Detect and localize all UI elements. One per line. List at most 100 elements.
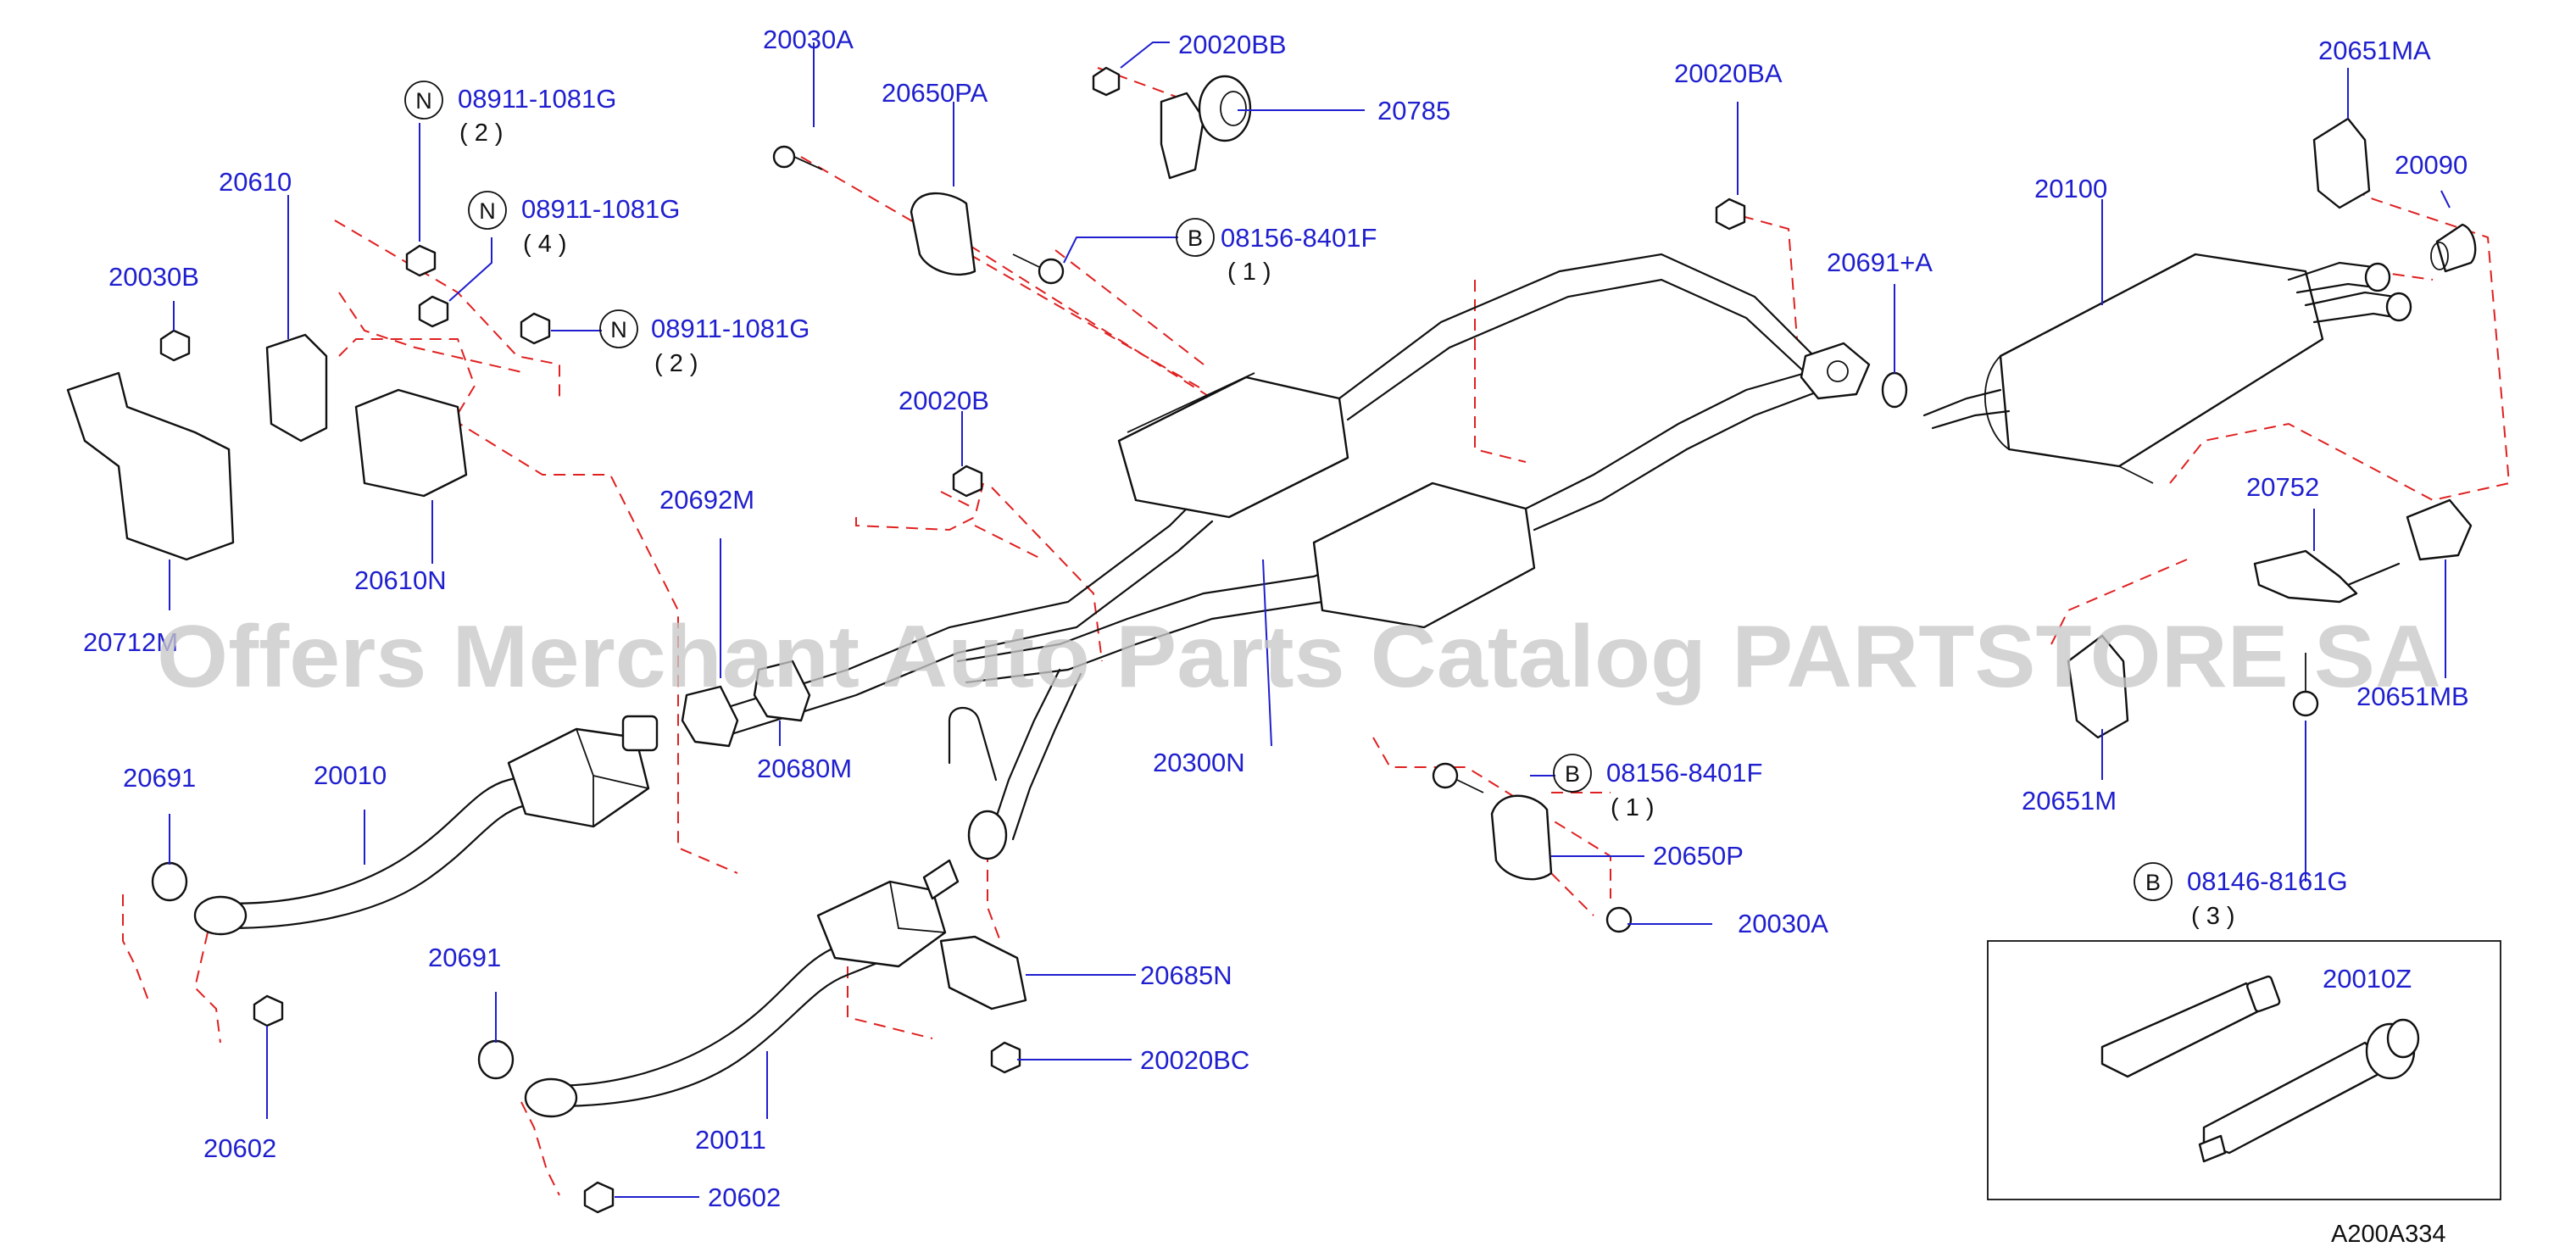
nut-08911-b (418, 295, 449, 328)
label-20300N: 20300N (1153, 748, 1245, 777)
label-20020BB: 20020BB (1178, 30, 1287, 59)
label-20100: 20100 (2034, 174, 2107, 203)
front-resonator-upper (1117, 376, 1349, 519)
main-muffler (1999, 253, 2324, 468)
gasket-20691-a (151, 861, 188, 902)
kit-border (1987, 940, 2501, 1200)
nut-20020BC (990, 1041, 1021, 1074)
label-20602-b: 20602 (708, 1183, 781, 1212)
watermark: Offers Merchant Auto Parts Catalog PARTS… (157, 608, 2441, 706)
rubber-mount-20651MB (2406, 498, 2473, 561)
gasket-20692M (681, 685, 739, 748)
label-20650PA: 20650PA (882, 78, 988, 108)
leader-lines (169, 42, 2451, 1198)
label-20020BC: 20020BC (1140, 1045, 1249, 1075)
label-20010: 20010 (314, 760, 387, 790)
front-resonator-lower (1312, 481, 1536, 629)
qty-08911-c: ( 2 ) (654, 350, 698, 377)
label-20020BA: 20020BA (1674, 58, 1783, 88)
bolt-08156-mid (1432, 762, 1459, 789)
label-20030A-bottom: 20030A (1738, 909, 1828, 938)
tailpipe-tip-20090 (2435, 223, 2477, 273)
qty-08911-a: ( 2 ) (459, 120, 504, 147)
nut-20602-b (583, 1181, 615, 1214)
rubber-mount-20650PA (910, 192, 976, 276)
label-20010Z: 20010Z (2323, 964, 2412, 994)
sealant-gun (2202, 1041, 2384, 1155)
qty-08156-top: ( 1 ) (1227, 259, 1271, 286)
bracket-20752 (2253, 549, 2401, 604)
bolt-20030A-bottom (1605, 906, 1633, 933)
marker-n-1: N (415, 88, 432, 114)
u-bolt (948, 707, 998, 782)
nut-08911-a (405, 244, 437, 277)
marker-b-1: B (1188, 225, 1203, 251)
bracket-20712M (66, 371, 235, 561)
bracket-20610 (265, 333, 328, 443)
label-08146: 08146-8161G (2187, 866, 2348, 896)
label-20785: 20785 (1377, 96, 1450, 125)
qty-08911-b: ( 4 ) (523, 231, 567, 258)
markers: N N N B B B (404, 81, 2173, 901)
gasket-20691A (1881, 371, 1908, 409)
gasket-20691-b (477, 1039, 515, 1080)
rear-flange (1800, 342, 1871, 400)
rubber-mount-20651M (2067, 634, 2129, 739)
rubber-mount-20651MA (2312, 117, 2371, 209)
label-08911-b: 08911-1081G (521, 194, 680, 224)
label-20692M: 20692M (659, 485, 754, 515)
qty-08156-mid: ( 1 ) (1611, 794, 1655, 821)
label-20650P: 20650P (1653, 841, 1744, 871)
bolt-20030A-top (772, 145, 823, 170)
catalytic-converter-right (816, 880, 947, 968)
nut-20020BB (1092, 66, 1121, 97)
nut-08911-c (520, 312, 551, 345)
label-20030B: 20030B (108, 262, 199, 292)
exhaust-assembly (193, 253, 2412, 1118)
marker-b-3: B (2145, 870, 2161, 895)
label-08911-a: 08911-1081G (458, 84, 616, 114)
label-20691A: 20691+A (1827, 248, 1933, 277)
bracket-20685N (939, 935, 1027, 1010)
part-labels: 20030A 20020BB 20785 20650PA 08156-8401F… (83, 25, 2469, 1212)
nut-20020BA (1715, 198, 1746, 231)
label-20610N: 20610N (354, 565, 447, 595)
label-20651MB: 20651MB (2356, 682, 2469, 711)
marker-n-2: N (479, 198, 496, 224)
marker-n-3: N (610, 317, 627, 342)
sealant-tube (2100, 982, 2265, 1078)
bracket-20785 (1160, 75, 1252, 180)
label-20752: 20752 (2246, 472, 2319, 502)
diagram-code: A200A334 (2331, 1221, 2445, 1248)
label-20712M: 20712M (83, 627, 178, 657)
nut-20030B (159, 329, 191, 362)
label-20020B: 20020B (899, 386, 989, 415)
label-08156-mid: 08156-8401F (1606, 758, 1762, 788)
marker-b-2: B (1565, 761, 1580, 787)
front-flange-right (524, 1077, 578, 1118)
qty-08146: ( 3 ) (2191, 903, 2235, 930)
nut-20020B (952, 465, 983, 498)
front-flange-left (193, 895, 248, 936)
label-20011: 20011 (695, 1125, 766, 1155)
label-20691-b: 20691 (428, 943, 501, 972)
label-20651MA: 20651MA (2318, 36, 2431, 65)
converter-outlet-right (922, 859, 960, 900)
label-20691-a: 20691 (123, 763, 196, 793)
bracket-20610N (354, 388, 468, 498)
pipe-end-center (967, 810, 1008, 860)
label-20090: 20090 (2395, 150, 2468, 180)
label-08156-top: 08156-8401F (1221, 223, 1377, 253)
label-20610: 20610 (219, 167, 292, 197)
flange-plate-left (621, 715, 659, 752)
bolt-08156-top (1038, 258, 1065, 285)
label-20680M: 20680M (757, 754, 852, 783)
label-20651M: 20651M (2022, 786, 2117, 815)
label-20602-a: 20602 (203, 1133, 276, 1163)
gasket-20680M (753, 660, 811, 722)
repair-kit-box (1987, 940, 2501, 1200)
rubber-mount-20650P (1490, 794, 1553, 881)
small-parts (66, 66, 2477, 1214)
label-08911-c: 08911-1081G (651, 314, 810, 343)
